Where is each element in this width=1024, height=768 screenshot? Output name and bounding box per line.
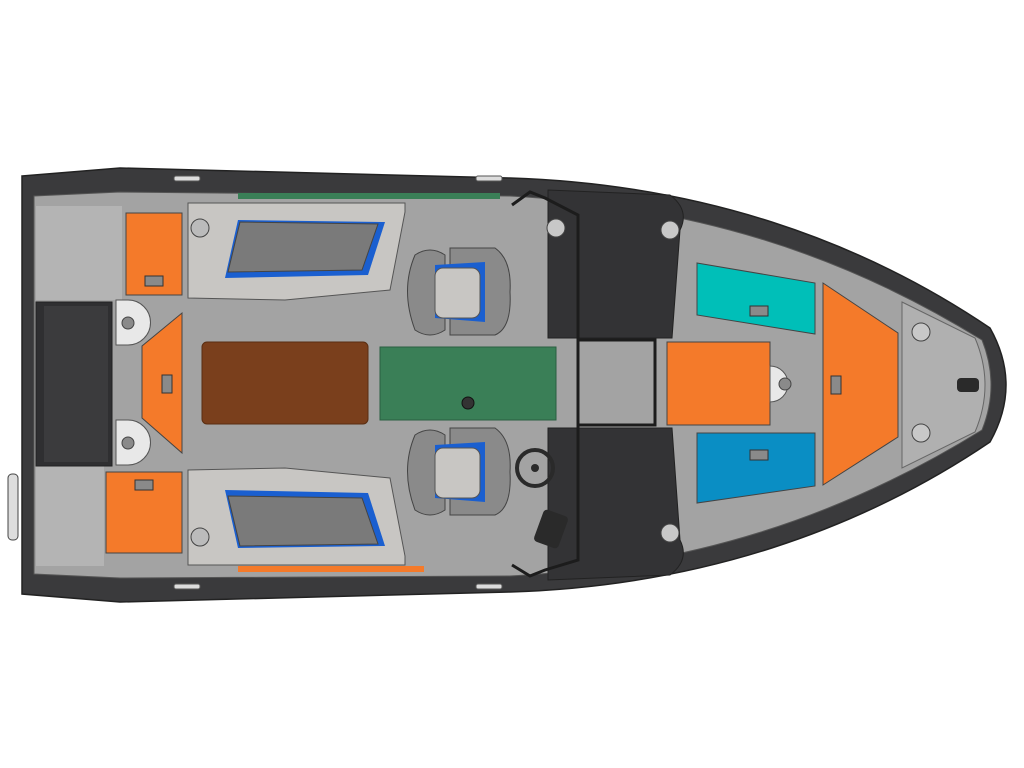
center-walkway — [580, 340, 666, 426]
pedestal-base-icon — [461, 396, 475, 410]
brown-floor-mat — [201, 341, 369, 425]
hatch-latch-icon — [134, 479, 154, 491]
stern-cleat-icon — [7, 473, 19, 541]
green-stripe — [238, 193, 500, 199]
bow-hatch-trapezoid — [822, 282, 899, 486]
side-seat-port — [187, 202, 406, 301]
bow-hatch-center — [666, 341, 771, 426]
console-starboard — [547, 427, 684, 581]
hatch-latch-icon — [749, 305, 769, 317]
helm-seat-port — [407, 247, 511, 336]
deck-fittings — [546, 218, 931, 543]
stern-deck-bottom — [36, 466, 104, 566]
side-seat-starboard — [187, 467, 406, 566]
bow-cleat-icon — [957, 378, 979, 392]
steering-wheel-icon — [515, 448, 555, 488]
rail-cleats — [173, 175, 503, 590]
windshield-frame — [511, 190, 657, 578]
hatch-latch-icon — [144, 275, 164, 287]
transom-step — [44, 306, 108, 462]
orange-stripe — [238, 566, 424, 572]
stern-deck-top — [36, 206, 122, 300]
console-port — [547, 189, 684, 339]
helm-seat-starboard — [407, 427, 511, 516]
hatch-latch-icon — [830, 375, 842, 395]
cyan-hatch — [696, 262, 816, 335]
hatch-latch-icon — [161, 374, 173, 394]
gauge-panel-icon — [534, 509, 568, 549]
blue-hatch — [696, 432, 816, 504]
hatch-latch-icon — [749, 449, 769, 461]
